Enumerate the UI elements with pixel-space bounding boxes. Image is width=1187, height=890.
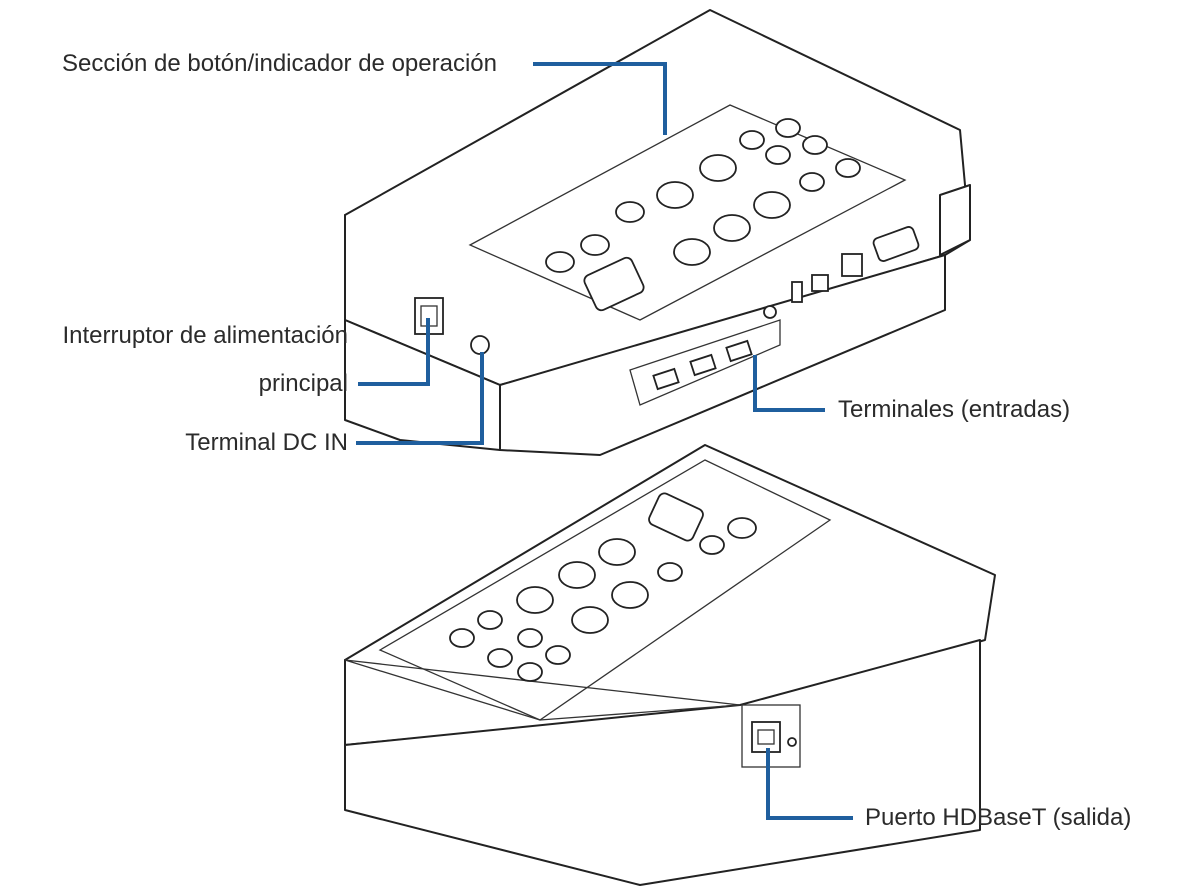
bottom-button bbox=[699, 535, 725, 555]
usb-port bbox=[791, 281, 803, 303]
top-button bbox=[545, 251, 575, 273]
top-button bbox=[799, 172, 825, 192]
bottom-unit-buttons bbox=[449, 492, 757, 682]
top-button bbox=[775, 118, 801, 138]
bottom-button bbox=[516, 586, 554, 614]
bottom-unit bbox=[344, 444, 996, 886]
bottom-unit-panel bbox=[378, 459, 832, 721]
top-button bbox=[713, 214, 751, 242]
leader-hdbaset bbox=[766, 748, 853, 820]
bottom-button bbox=[545, 645, 571, 665]
hdmi-port bbox=[725, 339, 753, 363]
audio-jack bbox=[763, 305, 777, 319]
leader-inputs bbox=[753, 355, 825, 412]
hdbaset-recess bbox=[741, 704, 801, 768]
bottom-button bbox=[657, 562, 683, 582]
top-unit-buttons bbox=[545, 118, 861, 312]
bottom-button bbox=[487, 648, 513, 668]
bottom-button bbox=[727, 517, 757, 539]
label-main-power-line1: Interruptor de alimentación bbox=[62, 322, 349, 349]
bottom-button bbox=[558, 561, 596, 589]
lan-port bbox=[841, 253, 863, 277]
label-main-power-line2: principal bbox=[258, 370, 348, 397]
top-button bbox=[835, 158, 861, 178]
bottom-button bbox=[517, 662, 543, 682]
bottom-square-button bbox=[648, 492, 704, 542]
top-unit-panel bbox=[468, 104, 907, 321]
bottom-button bbox=[611, 581, 649, 609]
leader-dc-in bbox=[356, 352, 484, 445]
top-button bbox=[802, 135, 828, 155]
hdmi-port bbox=[689, 353, 717, 377]
bottom-button bbox=[571, 606, 609, 634]
top-button bbox=[739, 130, 765, 150]
label-inputs: Terminales (entradas) bbox=[838, 396, 1071, 423]
bottom-button bbox=[598, 538, 636, 566]
top-button bbox=[753, 191, 791, 219]
dc-in-jack bbox=[470, 335, 490, 355]
top-unit-right-cap bbox=[939, 184, 971, 256]
hdbaset-led bbox=[787, 737, 797, 747]
top-square-button bbox=[583, 256, 645, 312]
label-operation-section: Sección de botón/indicador de operación bbox=[62, 50, 497, 77]
leader-main-power bbox=[358, 318, 430, 386]
top-button bbox=[673, 238, 711, 266]
top-button bbox=[580, 234, 610, 256]
bottom-button bbox=[477, 610, 503, 630]
rs232-port bbox=[872, 226, 920, 262]
bottom-button bbox=[517, 628, 543, 648]
usb-b-port bbox=[811, 274, 829, 292]
bottom-unit-front-face bbox=[344, 639, 981, 886]
leader-operation-section bbox=[533, 62, 667, 135]
hdbaset-port bbox=[751, 721, 781, 753]
hdbaset-port-inner bbox=[757, 729, 775, 745]
bottom-unit-front-edge bbox=[344, 659, 741, 721]
connector-recess bbox=[629, 319, 781, 406]
top-button bbox=[699, 154, 737, 182]
label-hdbaset: Puerto HDBaseT (salida) bbox=[865, 804, 1132, 831]
hdmi-port bbox=[652, 367, 680, 391]
top-button bbox=[765, 145, 791, 165]
label-dc-in: Terminal DC IN bbox=[185, 429, 348, 456]
top-button bbox=[615, 201, 645, 223]
top-unit bbox=[344, 9, 971, 456]
top-unit-left-face bbox=[344, 214, 501, 451]
bottom-button bbox=[449, 628, 475, 648]
top-button bbox=[656, 181, 694, 209]
